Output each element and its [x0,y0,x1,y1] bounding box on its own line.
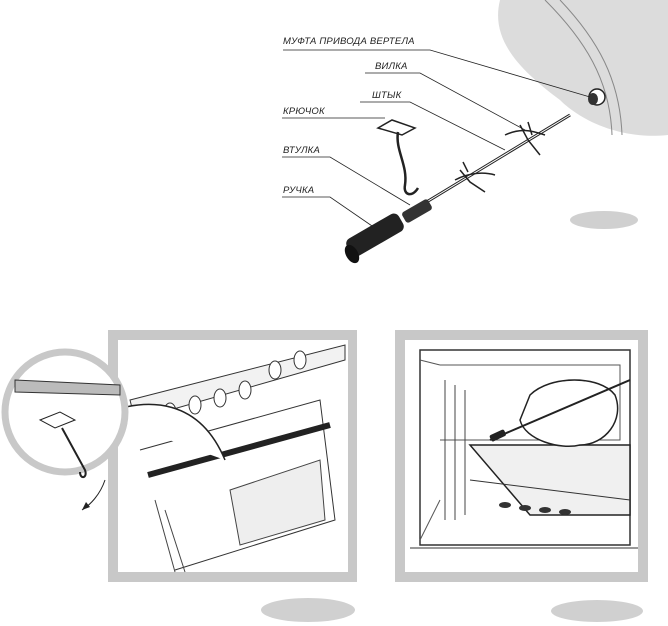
hook-detail-inset [1,348,129,511]
hook [376,119,420,196]
bushing [402,199,432,223]
label-bushing: ВТУЛКА [283,145,321,156]
spit-coupling [588,88,606,106]
label-spit-coupling: МУФТА ПРИВОДА ВЕРТЕЛА [283,36,415,47]
label-hook: КРЮЧОК [283,106,325,117]
figure-number-oval [551,600,643,622]
fork-lower [454,161,496,193]
oven-wall [498,0,668,136]
label-fork: ВИЛКА [375,61,408,72]
figure-number-oval [570,211,638,229]
oven-roasting-panel [395,330,648,582]
leader-lines [282,49,591,229]
label-spit: ШТЫК [372,90,402,101]
label-handle: РУЧКА [283,185,315,196]
figure-number-oval [261,598,355,622]
handle [344,213,404,264]
oven-hook-install-panel [99,330,357,582]
spit [409,113,571,214]
fork-upper [504,121,546,156]
